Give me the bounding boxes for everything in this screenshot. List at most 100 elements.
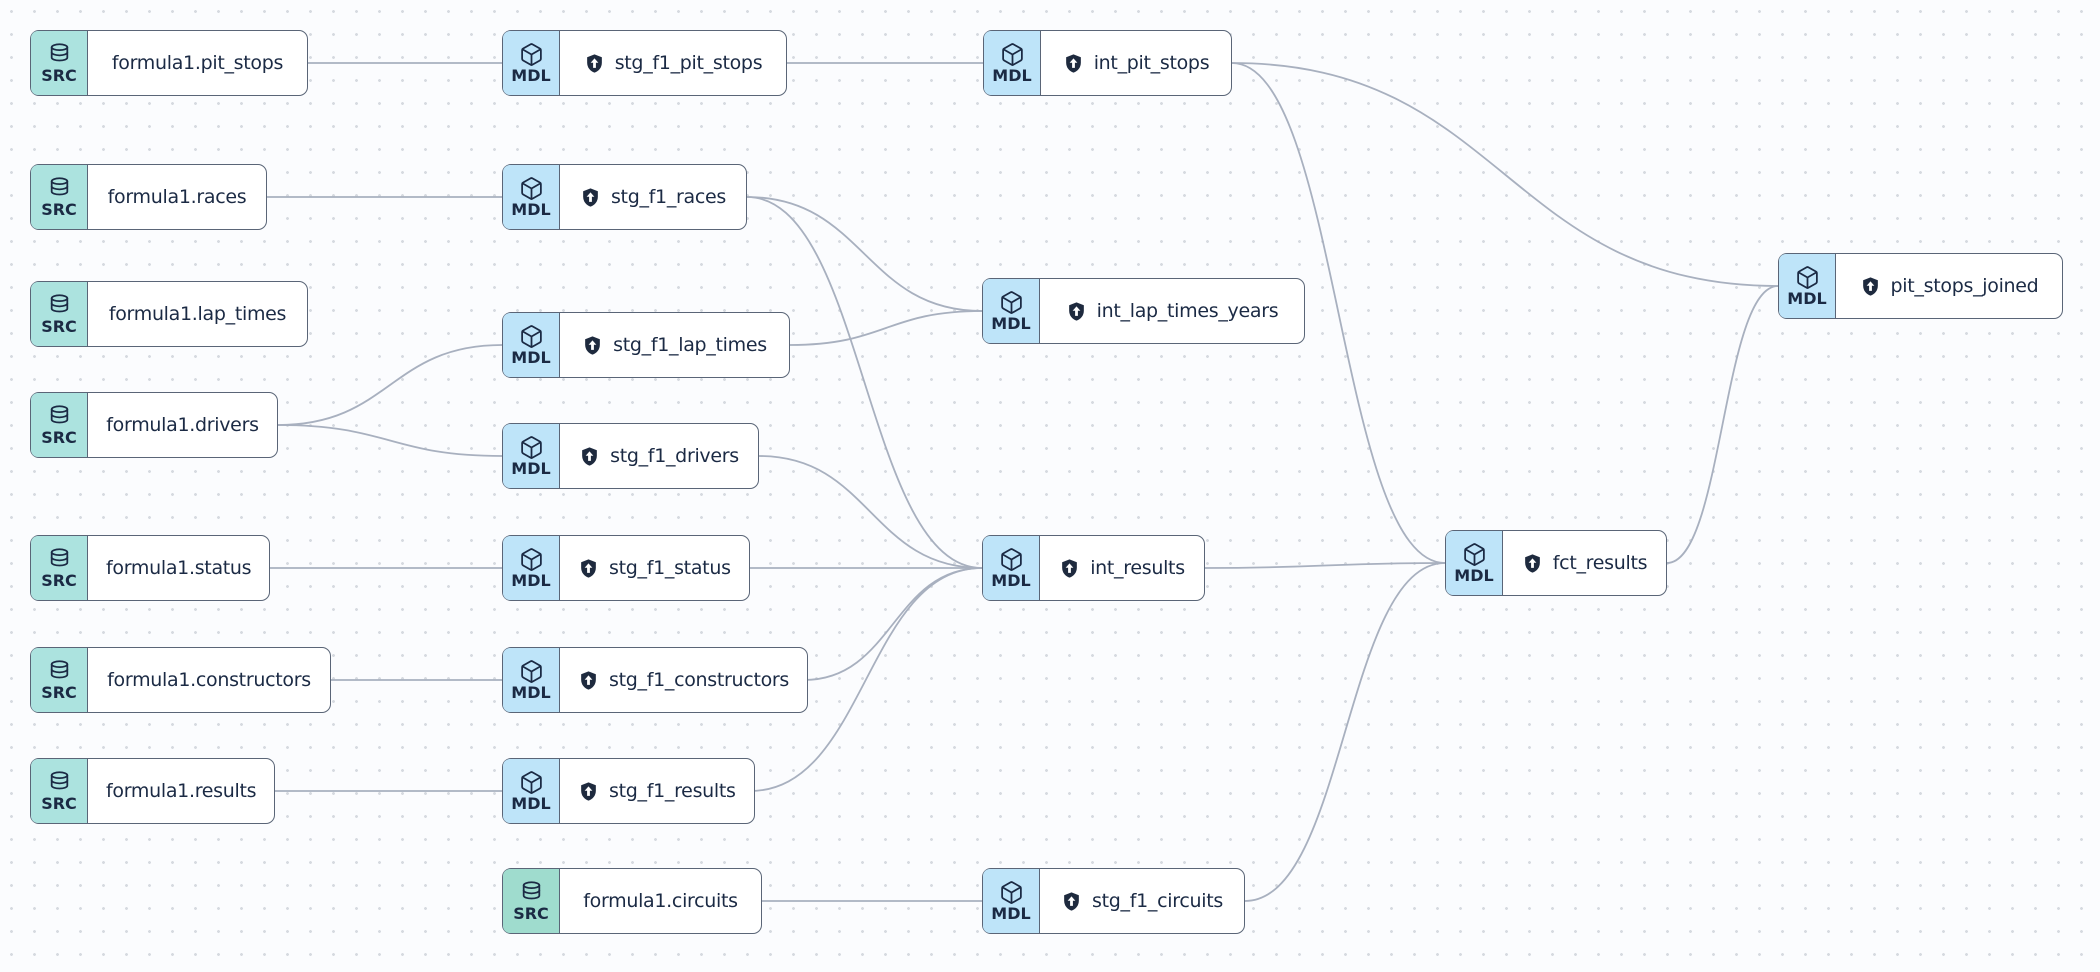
node-body: formula1.drivers (88, 393, 277, 457)
node-body: formula1.status (88, 536, 269, 600)
node-label: formula1.circuits (583, 890, 738, 912)
node-body: stg_f1_constructors (560, 648, 807, 712)
node-type-label: SRC (41, 683, 77, 702)
node-src_constructors[interactable]: SRC formula1.constructors (30, 647, 331, 713)
node-int_pit_stops[interactable]: MDL int_pit_stops (983, 30, 1232, 96)
shield-icon (1862, 276, 1878, 296)
node-src_status[interactable]: SRC formula1.status (30, 535, 271, 601)
node-label: formula1.status (106, 557, 252, 579)
node-type-label: SRC (513, 904, 549, 923)
node-type-label: MDL (1787, 289, 1827, 308)
node-body: stg_f1_circuits (1040, 869, 1244, 933)
node-body: pit_stops_joined (1836, 254, 2062, 318)
node-body: formula1.pit_stops (88, 31, 307, 95)
database-icon (50, 43, 68, 62)
node-type-badge: MDL (983, 536, 1040, 600)
node-type-label: MDL (511, 200, 551, 219)
node-type-label: MDL (511, 459, 551, 478)
node-label: formula1.lap_times (108, 303, 287, 325)
edge-stg_f1_drivers-int_results (758, 455, 983, 569)
edge-int_results-fct_results (1204, 562, 1446, 569)
node-type-badge: MDL (503, 313, 560, 377)
node-type-badge: MDL (503, 31, 560, 95)
node-type-label: SRC (41, 66, 77, 85)
node-body: int_results (1040, 536, 1204, 600)
node-src_circuits[interactable]: SRC formula1.circuits (502, 868, 762, 934)
edge-int_pit_stops-fct_results (1231, 62, 1446, 564)
node-body: fct_results (1503, 531, 1666, 595)
node-body: stg_f1_status (560, 536, 749, 600)
node-type-label: MDL (511, 66, 551, 85)
node-label: formula1.drivers (106, 414, 259, 436)
node-type-label: SRC (41, 200, 77, 219)
cube-icon (1000, 548, 1022, 571)
cube-icon (1463, 543, 1485, 566)
database-icon (50, 405, 68, 424)
node-stg_f1_drivers[interactable]: MDL stg_f1_drivers (502, 423, 759, 489)
shield-icon (1062, 558, 1078, 578)
edge-stg_f1_races-int_lap_times_years (746, 196, 983, 312)
shield-icon (585, 335, 600, 355)
node-body: stg_f1_results (560, 759, 754, 823)
shield-icon (1068, 301, 1084, 321)
cube-icon (1001, 43, 1023, 66)
node-type-label: MDL (1454, 566, 1494, 585)
node-src_pit_stops[interactable]: SRC formula1.pit_stops (30, 30, 308, 96)
node-body: stg_f1_lap_times (560, 313, 789, 377)
shield-icon (581, 670, 596, 690)
node-src_lap_times[interactable]: SRC formula1.lap_times (30, 281, 308, 347)
node-type-badge: MDL (503, 759, 560, 823)
node-type-label: MDL (991, 904, 1031, 923)
node-src_races[interactable]: SRC formula1.races (30, 164, 267, 230)
node-body: int_pit_stops (1041, 31, 1231, 95)
database-icon (50, 548, 68, 567)
shield-icon (1524, 553, 1540, 573)
node-type-label: SRC (41, 794, 77, 813)
node-stg_f1_status[interactable]: MDL stg_f1_status (502, 535, 750, 601)
cube-icon (520, 548, 542, 571)
cube-icon (520, 436, 542, 459)
cube-icon (520, 660, 542, 683)
cube-icon (1000, 291, 1022, 314)
node-label: stg_f1_drivers (610, 445, 739, 467)
node-type-label: MDL (991, 314, 1031, 333)
shield-icon (581, 558, 596, 578)
cube-icon (520, 325, 542, 348)
node-stg_f1_circuits[interactable]: MDL stg_f1_circuits (982, 868, 1245, 934)
node-stg_f1_lap_times[interactable]: MDL stg_f1_lap_times (502, 312, 790, 378)
cube-icon (520, 771, 542, 794)
edge-fct_results-pit_stops_joined (1666, 285, 1779, 564)
node-type-badge: SRC (31, 31, 88, 95)
node-type-label: MDL (511, 348, 551, 367)
shield-icon (1064, 891, 1079, 911)
node-stg_f1_races[interactable]: MDL stg_f1_races (502, 164, 747, 230)
node-label: pit_stops_joined (1890, 275, 2039, 297)
database-icon (50, 177, 68, 196)
node-fct_results[interactable]: MDL fct_results (1445, 530, 1667, 596)
node-label: formula1.races (107, 186, 247, 208)
node-label: stg_f1_lap_times (613, 334, 767, 356)
node-src_drivers[interactable]: SRC formula1.drivers (30, 392, 278, 458)
node-label: formula1.pit_stops (111, 52, 284, 74)
node-body: formula1.races (88, 165, 266, 229)
node-label: stg_f1_circuits (1092, 890, 1223, 912)
node-label: fct_results (1552, 552, 1648, 574)
node-stg_f1_results[interactable]: MDL stg_f1_results (502, 758, 755, 824)
node-src_results[interactable]: SRC formula1.results (30, 758, 276, 824)
node-stg_f1_pit_stops[interactable]: MDL stg_f1_pit_stops (502, 30, 787, 96)
cube-icon (520, 177, 542, 200)
node-int_lap_times_years[interactable]: MDL int_lap_times_years (982, 278, 1305, 344)
node-label: stg_f1_pit_stops (614, 52, 763, 74)
database-icon (50, 771, 68, 790)
edge-stg_f1_lap_times-int_lap_times_years (789, 310, 983, 346)
node-int_results[interactable]: MDL int_results (982, 535, 1205, 601)
node-stg_f1_constructors[interactable]: MDL stg_f1_constructors (502, 647, 809, 713)
node-body: formula1.lap_times (88, 282, 307, 346)
node-pit_stops_joined[interactable]: MDL pit_stops_joined (1778, 253, 2063, 319)
node-label: formula1.constructors (107, 669, 311, 691)
cube-icon (520, 43, 542, 66)
database-icon (50, 294, 68, 313)
node-label: int_results (1090, 557, 1185, 579)
